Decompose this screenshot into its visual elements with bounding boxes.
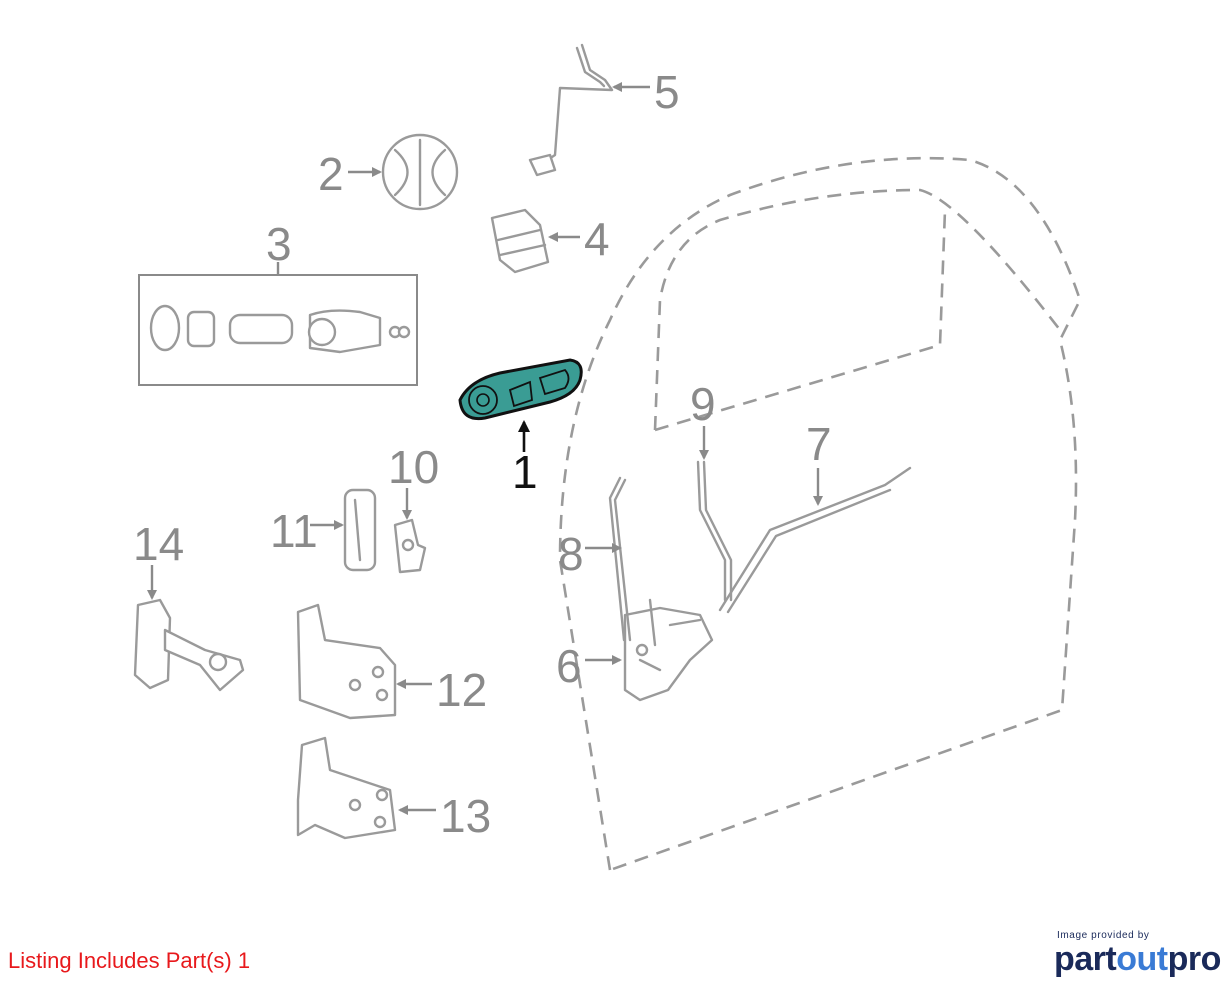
door-outline xyxy=(558,156,1082,872)
part-6-latch xyxy=(623,598,714,702)
part-10-clip xyxy=(393,518,427,574)
callout-1: 1 xyxy=(512,446,538,498)
part-3-lock-set xyxy=(149,304,411,354)
callout-10: 10 xyxy=(388,441,439,493)
callout-3: 3 xyxy=(266,218,292,270)
listing-note: Listing Includes Part(s) 1 xyxy=(8,948,251,973)
callout-11: 11 xyxy=(270,505,318,557)
callout-4: 4 xyxy=(584,213,610,265)
part-13-hinge xyxy=(296,736,397,840)
brand-pro: pro xyxy=(1167,940,1222,978)
part-11-seal xyxy=(343,488,377,572)
callout-9: 9 xyxy=(690,378,716,430)
callout-5: 5 xyxy=(654,66,680,118)
part-1-door-handle[interactable] xyxy=(458,358,583,421)
part-4-clip xyxy=(490,208,550,274)
part-2-cap xyxy=(381,133,459,211)
callout-12: 12 xyxy=(436,664,487,716)
partoutpro-logo: partoutpro xyxy=(1054,940,1221,979)
part-9-rod xyxy=(696,460,733,602)
part-5-rod xyxy=(528,43,614,177)
brand-out: out xyxy=(1116,940,1168,978)
brand-part: part xyxy=(1054,940,1117,978)
callout-13: 13 xyxy=(440,790,491,842)
callout-6: 6 xyxy=(556,640,582,692)
callout-2: 2 xyxy=(318,148,344,200)
part-12-hinge xyxy=(296,603,397,720)
part-8-rod xyxy=(608,476,632,642)
callout-8: 8 xyxy=(558,528,584,580)
part-14-check-strap xyxy=(133,598,245,692)
callout-14: 14 xyxy=(133,518,184,570)
callout-7: 7 xyxy=(806,418,832,470)
provided-by-text: Image provided by xyxy=(1057,930,1150,941)
part-7-cable xyxy=(718,466,912,614)
